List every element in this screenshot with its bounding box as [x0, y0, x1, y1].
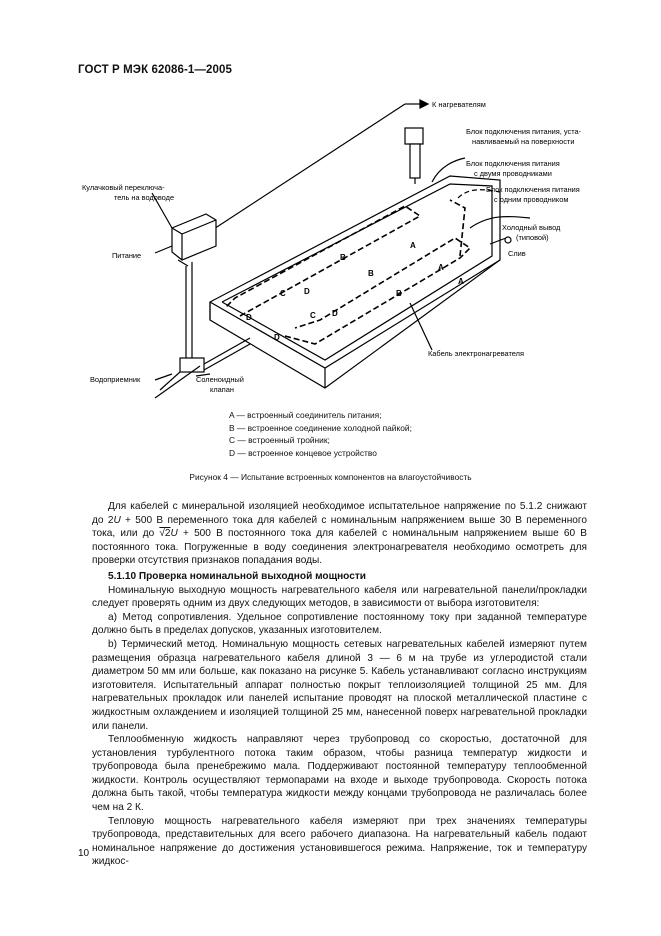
legend-item-b: B — встроенное соединение холодной пайко… — [229, 422, 412, 433]
paragraph-voltage: Для кабелей с минеральной изоляцией необ… — [92, 501, 587, 567]
legend-item-a: A — встроенный соединитель питания; — [229, 410, 382, 420]
body-text: Для кабелей с минеральной изоляцией необ… — [92, 500, 587, 869]
label-b-2: B — [368, 269, 374, 278]
figure-drawing: A A A B B B C C D D D D К нагревателям Б… — [82, 99, 582, 399]
legend-item-c: C — встроенный тройник; — [229, 435, 330, 446]
paragraph-methods: Номинальную выходную мощность нагревател… — [92, 584, 587, 610]
label-a-3: A — [458, 277, 464, 286]
legend-item-d: D — встроенное концевое устройство — [229, 447, 377, 458]
float-switch-label-2: тель на водоводе — [114, 193, 174, 202]
solenoid-label-2: клапан — [210, 385, 234, 394]
one-conductor-label-2: с одним проводником — [494, 195, 568, 204]
surface-block-label-1: Блок подключения питания, уста- — [466, 127, 582, 136]
cold-lead-label-1: Холодный вывод — [502, 223, 561, 232]
label-d-3: D — [246, 313, 252, 322]
label-c-2: C — [310, 311, 316, 320]
heating-cable-label: Кабель электронагревателя — [428, 349, 524, 358]
label-b-3: B — [396, 289, 402, 298]
label-c-1: C — [280, 289, 286, 298]
paragraph-thermal: b) Термический метод. Номинальную мощнос… — [92, 638, 587, 732]
label-d-4: D — [274, 333, 280, 342]
standard-header: ГОСТ Р МЭК 62086-1—2005 — [78, 64, 232, 76]
figure-legend: A — встроенный соединитель питания; B — … — [229, 409, 412, 459]
one-conductor-label-1: Блок подключения питания — [486, 185, 580, 194]
two-conductor-label-1: Блок подключения питания — [466, 159, 560, 168]
supply-label: Питание — [112, 251, 141, 260]
float-switch-label-1: Кулачковый переключа- — [82, 183, 165, 192]
cold-lead-label-2: (типовой) — [516, 233, 549, 242]
drain-label: Слив — [508, 249, 526, 258]
label-a-1: A — [410, 241, 416, 250]
label-b-1: B — [340, 253, 346, 262]
solenoid-label-1: Соленоидный — [196, 375, 244, 384]
label-d-2: D — [332, 309, 338, 318]
paragraph-measure: Тепловую мощность нагревательного кабеля… — [92, 815, 587, 868]
paragraph-resistance: а) Метод сопротивления. Удельное сопроти… — [92, 611, 587, 637]
two-conductor-label-2: с двумя проводниками — [474, 169, 552, 178]
label-a-2: A — [438, 263, 444, 272]
page-number: 10 — [78, 848, 90, 859]
label-d-1: D — [304, 287, 310, 296]
test-setup-figure: A A A B B B C C D D D D К нагревателям Б… — [60, 88, 620, 408]
water-intake-label: Водоприемник — [90, 375, 141, 384]
figure-caption: Рисунок 4 — Испытание встроенных компоне… — [189, 472, 472, 482]
to-heaters-label: К нагревателям — [432, 100, 486, 109]
paragraph-fluid: Теплообменную жидкость направляют через … — [92, 734, 587, 814]
section-heading: 5.1.10 Проверка номинальной выходной мощ… — [108, 570, 366, 582]
surface-block-label-2: навливаемый на поверхности — [472, 137, 574, 146]
